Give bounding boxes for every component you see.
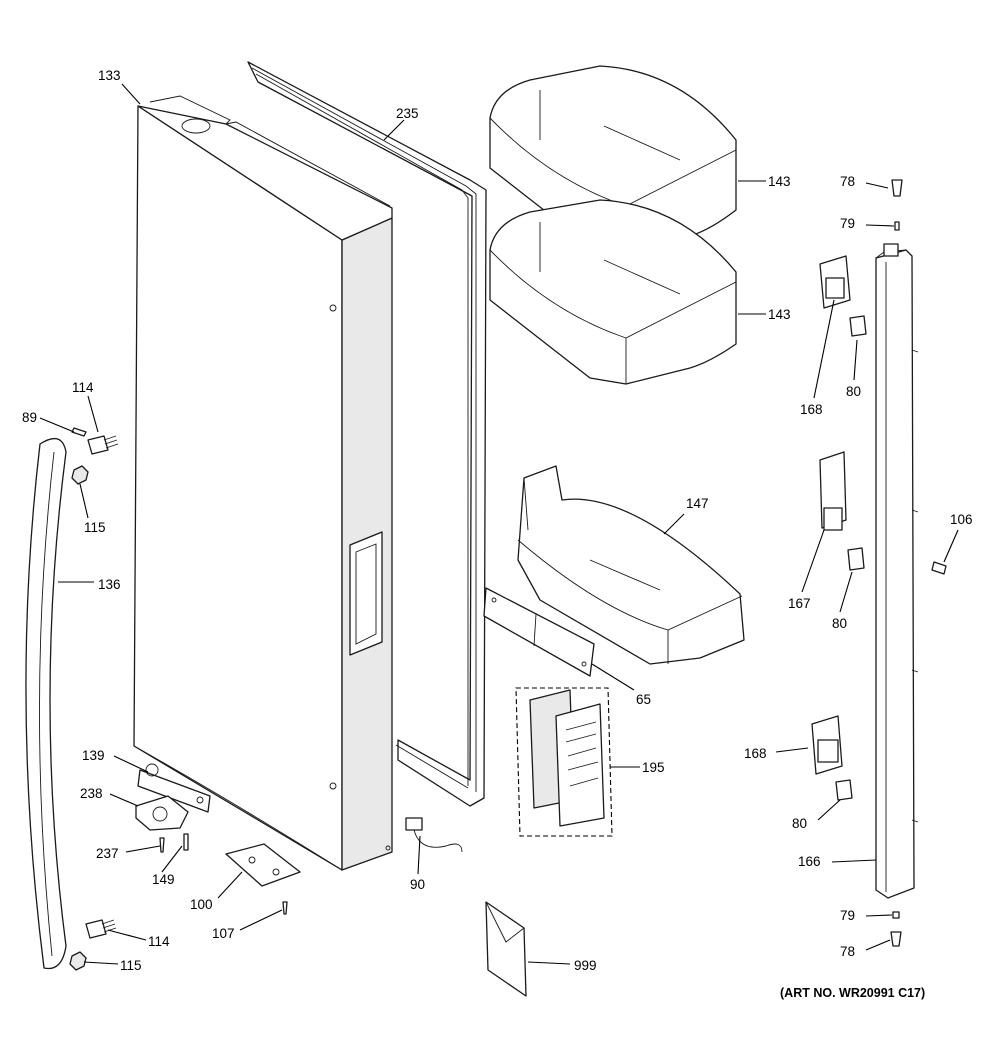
callout-79-top: 79 <box>840 216 855 231</box>
callout-89: 89 <box>22 410 37 425</box>
hinge-bracket-upper <box>819 255 851 309</box>
callout-114-upper: 114 <box>72 380 94 395</box>
callout-235: 235 <box>396 106 419 121</box>
callout-999: 999 <box>574 958 597 973</box>
callout-133: 133 <box>98 68 121 83</box>
callout-114-lower: 114 <box>148 934 170 949</box>
leader-lines <box>39 83 959 965</box>
callout-139: 139 <box>82 748 105 763</box>
callout-80-upper: 80 <box>846 384 861 399</box>
plate-screw <box>282 901 288 915</box>
set-screw <box>71 427 87 437</box>
wire-harness <box>405 817 463 853</box>
handle-nut-lower <box>69 951 87 971</box>
door-gasket <box>247 61 487 807</box>
door-handle <box>25 437 67 970</box>
hinge-bracket-middle <box>819 451 847 531</box>
callout-90: 90 <box>410 877 425 892</box>
callout-147: 147 <box>686 496 709 511</box>
door-bin-lower <box>489 199 737 385</box>
callout-168-upper: 168 <box>800 402 823 417</box>
callout-115-lower: 115 <box>120 958 142 973</box>
callout-136: 136 <box>98 577 121 592</box>
screw-top <box>891 179 903 197</box>
art-number: (ART NO. WR20991 C17) <box>780 986 925 1000</box>
label-cards <box>529 689 605 827</box>
hinge-plate <box>225 843 301 887</box>
callout-168-lower: 168 <box>744 746 767 761</box>
hinge-cam <box>135 795 189 831</box>
door-edge-trim <box>875 243 919 899</box>
hinge-stop-upper <box>849 315 867 337</box>
callout-106: 106 <box>950 512 973 527</box>
screw-bottom <box>890 931 902 947</box>
refrigerator-door <box>133 95 393 871</box>
callout-237: 237 <box>96 846 119 861</box>
callout-labels: 133 235 143 143 147 78 79 168 80 167 80 … <box>22 68 973 973</box>
callout-143-upper: 143 <box>768 174 791 189</box>
callout-80-middle: 80 <box>832 616 847 631</box>
handle-nut-upper <box>71 465 89 485</box>
callout-115-upper: 115 <box>84 520 106 535</box>
callout-78-bottom: 78 <box>840 944 855 959</box>
callout-166: 166 <box>798 854 821 869</box>
hinge-stop-middle <box>847 547 865 571</box>
callout-78-top: 78 <box>840 174 855 189</box>
handle-mount-stud-lower <box>85 919 117 939</box>
trim-nameplate <box>483 587 595 677</box>
callout-167: 167 <box>788 596 811 611</box>
literature-envelope <box>485 901 527 997</box>
callout-149: 149 <box>152 872 175 887</box>
washer-bottom <box>892 911 900 919</box>
callout-143-lower: 143 <box>768 307 791 322</box>
label-kit-outline <box>515 687 613 837</box>
hinge-pin <box>183 833 189 851</box>
screw-side <box>931 561 947 575</box>
callout-100: 100 <box>190 897 213 912</box>
callout-79-bottom: 79 <box>840 908 855 923</box>
lower-hinge-bracket <box>137 763 211 813</box>
washer-top <box>894 221 900 231</box>
callout-107: 107 <box>212 926 235 941</box>
hinge-bracket-lower <box>811 715 843 775</box>
hinge-screw <box>159 837 165 853</box>
callout-80-lower: 80 <box>792 816 807 831</box>
callout-65: 65 <box>636 692 651 707</box>
hinge-stop-lower <box>835 779 853 801</box>
callout-238: 238 <box>80 786 103 801</box>
callout-195: 195 <box>642 760 665 775</box>
handle-mount-stud-upper <box>87 435 119 455</box>
